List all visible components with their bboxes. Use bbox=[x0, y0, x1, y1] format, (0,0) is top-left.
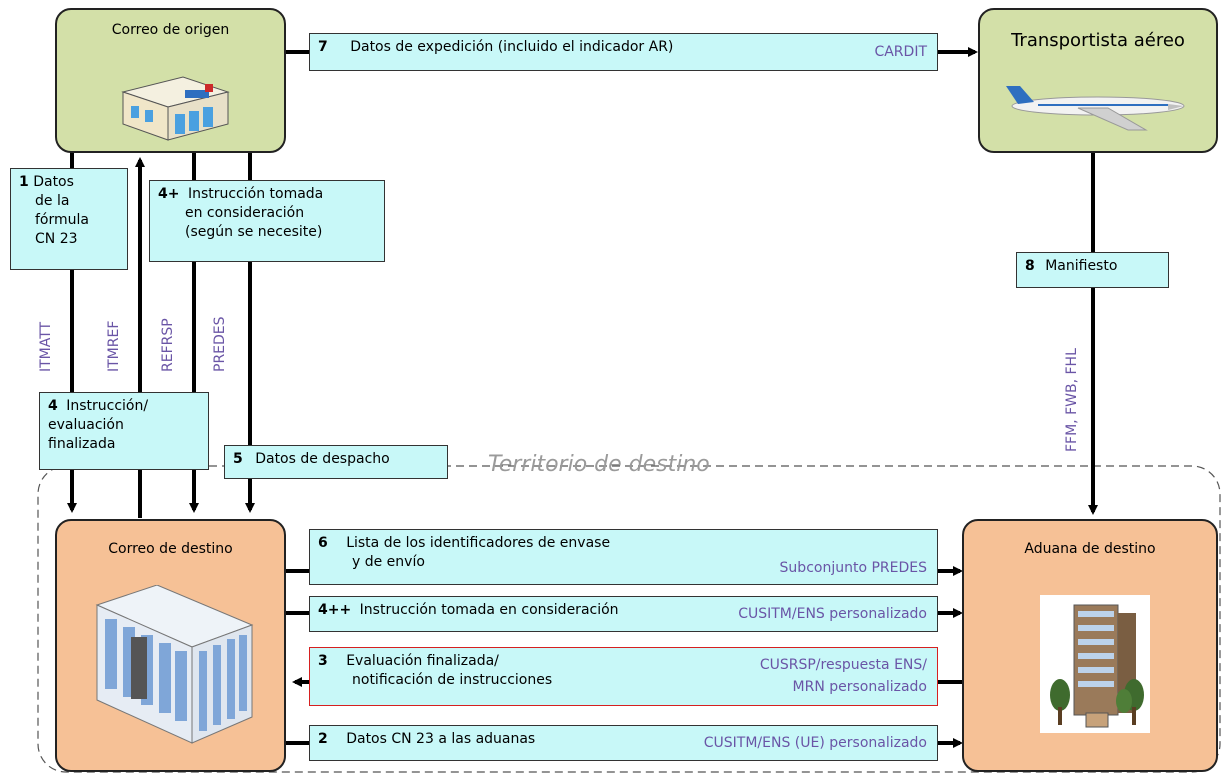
message-4plusplus-label: Instrucción tomada en consideración bbox=[359, 602, 619, 618]
message-4plus-label-line3: (según se necesite) bbox=[185, 224, 323, 240]
message-4plus-label-line2: en consideración bbox=[185, 205, 305, 221]
message-1-number: 1 bbox=[19, 174, 29, 190]
code-ffm-fwb-fhl: FFM, FWB, FHL bbox=[1064, 348, 1080, 452]
message-3: 3 Evaluación finalizada/ notificación de… bbox=[309, 647, 938, 706]
code-predes: PREDES bbox=[212, 316, 228, 372]
message-3-code-line2: MRN personalizado bbox=[792, 679, 927, 695]
message-3-label-line2: notificación de instrucciones bbox=[352, 672, 553, 688]
message-2-label: Datos CN 23 a las aduanas bbox=[346, 731, 536, 747]
destination-customs-title: Aduana de destino bbox=[1024, 541, 1156, 557]
message-2-number: 2 bbox=[318, 731, 328, 747]
message-4-label-line2: evaluación bbox=[48, 417, 124, 433]
message-5-label: Datos de despacho bbox=[255, 451, 390, 467]
message-6: 6 Lista de los identificadores de envase… bbox=[309, 529, 938, 585]
message-7-label: Datos de expedición (incluido el indicad… bbox=[350, 39, 674, 55]
message-6-number: 6 bbox=[318, 535, 328, 551]
message-1-label-line1: Datos bbox=[33, 174, 74, 190]
message-8-label: Manifiesto bbox=[1045, 258, 1118, 274]
message-4-label-line3: finalizada bbox=[48, 436, 116, 452]
message-5-number: 5 bbox=[233, 451, 243, 467]
code-refrsp: REFRSP bbox=[160, 318, 176, 372]
message-8: 8 Manifiesto bbox=[1016, 252, 1169, 288]
message-4plus-number: 4+ bbox=[158, 186, 180, 202]
origin-post-node: Correo de origen bbox=[55, 8, 286, 153]
code-itmref: ITMREF bbox=[106, 320, 122, 372]
message-7-number: 7 bbox=[318, 39, 328, 55]
message-1: 1 Datos de la fórmula CN 23 bbox=[10, 168, 128, 270]
territory-label: Territorio de destino bbox=[488, 452, 710, 477]
message-8-number: 8 bbox=[1025, 258, 1035, 274]
message-6-code: Subconjunto PREDES bbox=[779, 560, 927, 576]
message-4-number: 4 bbox=[48, 398, 58, 414]
territory-boundary bbox=[37, 465, 1221, 773]
code-itmatt: ITMATT bbox=[38, 321, 54, 372]
message-3-number: 3 bbox=[318, 653, 328, 669]
message-6-label-line2: y de envío bbox=[352, 554, 425, 570]
customs-building-icon bbox=[1040, 595, 1150, 733]
message-4plus-label-line1: Instrucción tomada bbox=[187, 186, 324, 202]
office-building-icon bbox=[95, 585, 254, 744]
message-4plusplus-number: 4++ bbox=[318, 602, 352, 618]
message-3-label-line1: Evaluación finalizada/ bbox=[346, 653, 499, 669]
air-carrier-node: Transportista aéreo bbox=[978, 8, 1218, 153]
message-1-label-line4: CN 23 bbox=[35, 231, 78, 247]
message-4-label-line1: Instrucción/ bbox=[66, 398, 149, 414]
message-4plusplus-code: CUSITM/ENS personalizado bbox=[738, 606, 927, 622]
origin-post-title: Correo de origen bbox=[111, 22, 230, 38]
message-1-label-line2: de la bbox=[35, 193, 70, 209]
message-5: 5 Datos de despacho bbox=[224, 445, 448, 479]
message-4: 4 Instrucción/ evaluación finalizada bbox=[39, 392, 209, 470]
message-6-label-line1: Lista de los identificadores de envase bbox=[346, 535, 611, 551]
post-office-icon bbox=[121, 76, 230, 141]
air-carrier-title: Transportista aéreo bbox=[1011, 30, 1185, 51]
message-7: 7 Datos de expedición (incluido el indic… bbox=[309, 33, 938, 71]
destination-post-title: Correo de destino bbox=[108, 541, 233, 557]
message-4plusplus: 4++ Instrucción tomada en consideración … bbox=[309, 596, 938, 632]
message-4plus: 4+ Instrucción tomada en consideración (… bbox=[149, 180, 385, 262]
destination-post-node: Correo de destino bbox=[55, 519, 286, 772]
message-2: 2 Datos CN 23 a las aduanas CUSITM/ENS (… bbox=[309, 725, 938, 761]
message-7-code: CARDIT bbox=[874, 44, 927, 60]
message-2-code: CUSITM/ENS (UE) personalizado bbox=[703, 735, 927, 751]
destination-customs-node: Aduana de destino bbox=[962, 519, 1218, 772]
airplane-icon bbox=[1006, 86, 1185, 131]
message-3-code-line1: CUSRSP/respuesta ENS/ bbox=[759, 657, 927, 673]
message-1-label-line3: fórmula bbox=[35, 212, 89, 228]
